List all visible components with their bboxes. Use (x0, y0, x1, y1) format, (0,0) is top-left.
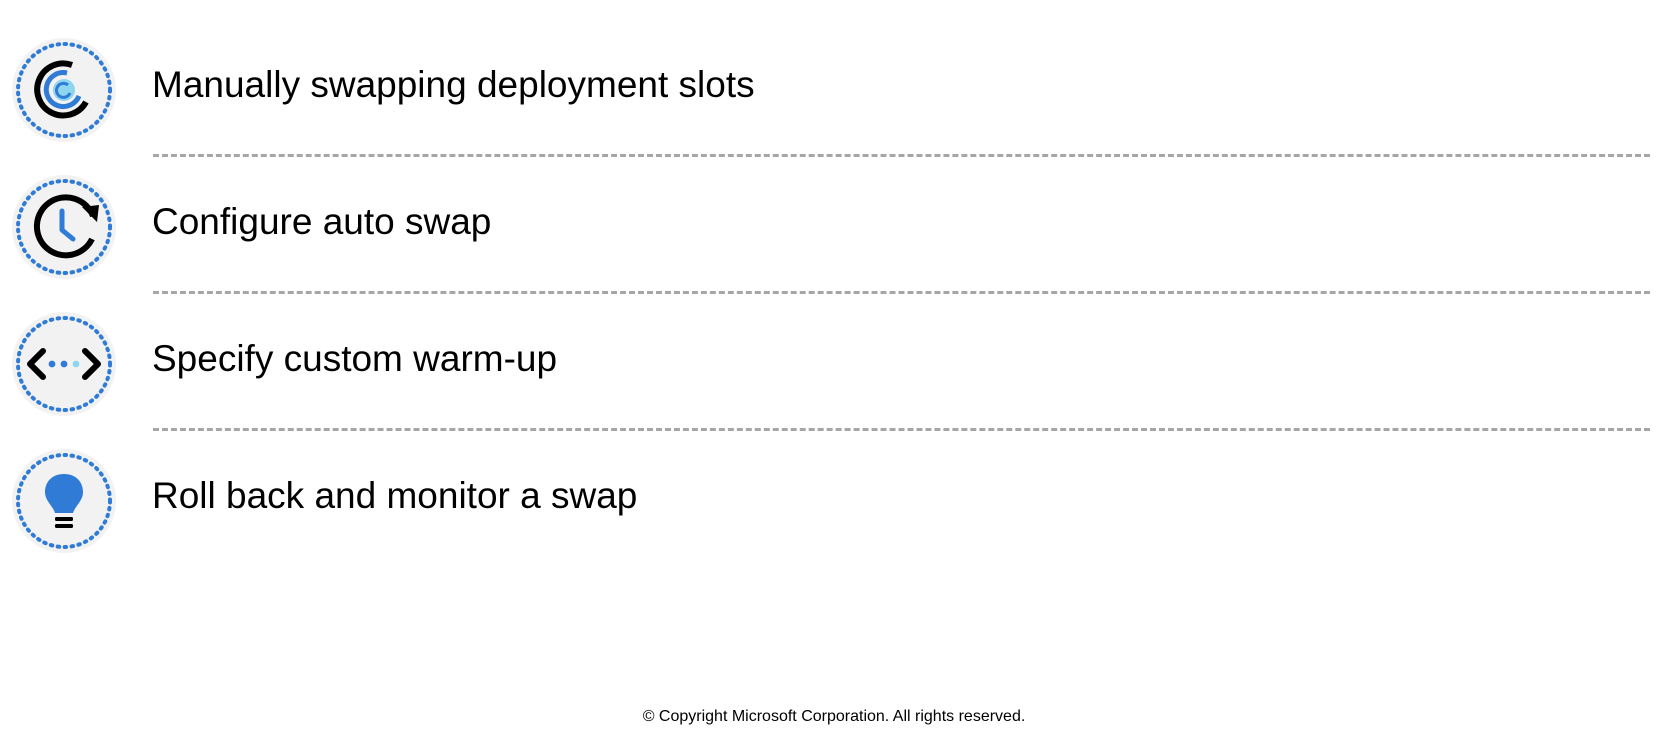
item-label[interactable]: Roll back and monitor a swap (152, 475, 638, 516)
lightbulb-icon (10, 447, 118, 555)
list-item-custom-warm-up[interactable]: Specify custom warm-up (0, 304, 1668, 416)
divider (153, 291, 1650, 294)
copyright-notice: © Copyright Microsoft Corporation. All r… (642, 708, 1026, 725)
list-item-manual-swap[interactable]: Manually swapping deployment slots (0, 30, 1668, 142)
item-label[interactable]: Manually swapping deployment slots (152, 64, 755, 105)
list-item-auto-swap[interactable]: Configure auto swap (0, 167, 1668, 279)
list-item-roll-back-monitor[interactable]: Roll back and monitor a swap (0, 441, 1668, 553)
divider (153, 154, 1650, 157)
item-label[interactable]: Specify custom warm-up (152, 338, 558, 379)
item-label[interactable]: Configure auto swap (152, 201, 492, 242)
swap-cycle-icon (10, 36, 118, 144)
divider (153, 428, 1650, 431)
clock-refresh-icon (10, 173, 118, 281)
code-brackets-icon (10, 310, 118, 418)
